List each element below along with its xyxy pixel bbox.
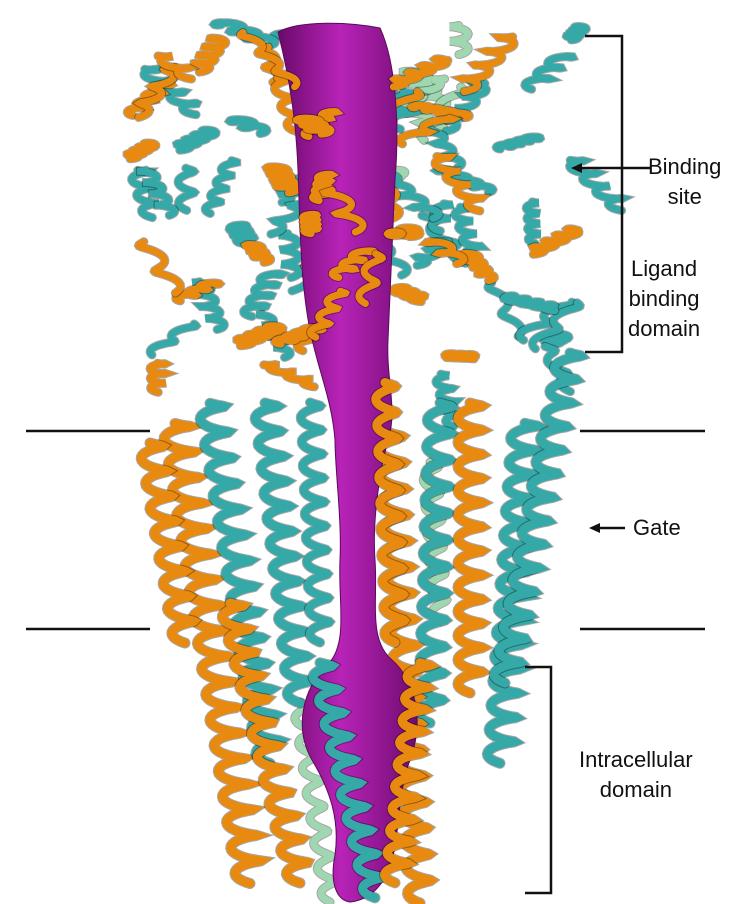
intracellular-domain-label-line: Intracellular [579, 745, 693, 775]
gate-arrow-head [589, 523, 600, 533]
helix-ribbon [205, 161, 236, 214]
gate-label: Gate [633, 513, 681, 543]
helix-ribbon [388, 232, 402, 236]
intracellular-domain-bracket [525, 667, 551, 893]
helix-ribbon [496, 137, 540, 149]
intracellular-domain-label: Intracellular domain [579, 745, 693, 805]
binding-site-label-line: Binding [648, 152, 721, 182]
helix-ribbon [303, 214, 318, 233]
helix-ribbon [177, 130, 216, 150]
helix-ribbon [445, 354, 476, 359]
ligand-binding-domain-label: Ligand binding domain [628, 254, 700, 344]
ligand-binding-domain-label-line: binding [628, 284, 700, 314]
intracellular-domain-label-line: domain [579, 775, 693, 805]
helix-ribbon [194, 38, 226, 72]
gate-label-text: Gate [633, 513, 681, 543]
ligand-binding-domain-label-line: domain [628, 314, 700, 344]
helix-ribbon [178, 168, 194, 210]
binding-site-label: Binding site [648, 152, 721, 212]
helix-ribbon [127, 143, 156, 159]
helix-ribbon [267, 167, 298, 193]
foreground-helices [141, 33, 448, 898]
binding-site-label-line: site [648, 182, 721, 212]
ligand-binding-domain-label-line: Ligand [628, 254, 700, 284]
